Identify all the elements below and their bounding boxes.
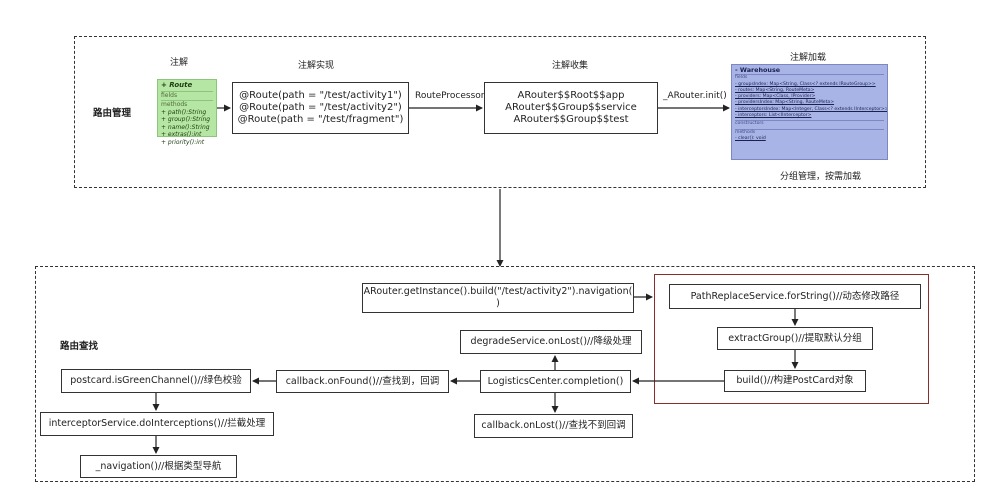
warehouse-uml-field: - routes: Map<String, RouteMeta> bbox=[735, 87, 815, 93]
route-lookup-section bbox=[35, 266, 975, 482]
navigation-box: _navigation()//根据类型导航 bbox=[80, 455, 237, 478]
warehouse-uml-methods-label: methods bbox=[735, 128, 884, 136]
route-uml-method: + path():String bbox=[161, 108, 207, 116]
route-management-label: 路由管理 bbox=[93, 108, 132, 119]
interceptor-text: interceptorService.doInterceptions()//拦截… bbox=[48, 418, 266, 429]
collect-line: ARouter$$Group$$test bbox=[513, 114, 629, 125]
warehouse-uml-title: - Warehouse bbox=[735, 66, 781, 74]
route-uml-class: + Route fields methods + path():String +… bbox=[157, 79, 217, 146]
annotation-collect-label: 注解收集 bbox=[552, 61, 589, 71]
route-uml-title: + Route bbox=[161, 81, 193, 89]
arouter-init-label: _ARouter.init() bbox=[663, 91, 727, 101]
collect-line: ARouter$$Root$$app bbox=[517, 90, 625, 101]
load-note-label: 分组管理，按需加载 bbox=[780, 172, 862, 182]
route-uml-method: + extras():int bbox=[161, 131, 202, 138]
on-found-box: callback.onFound()//查找到，回调 bbox=[276, 370, 449, 393]
warehouse-uml-field: - interceptorsIndex: Map<Integer, Class<… bbox=[735, 106, 888, 112]
green-channel-box: postcard.isGreenChannel()//绿色校验 bbox=[61, 369, 251, 393]
annotation-collect-box: ARouter$$Root$$app ARouter$$Group$$servi… bbox=[484, 82, 658, 134]
warehouse-uml-class: - Warehouse fields - groupsIndex: Map<St… bbox=[731, 64, 888, 160]
annotation-label: 注解 bbox=[170, 58, 189, 68]
warehouse-uml-field: - groupsIndex: Map<String, Class<? exten… bbox=[735, 81, 876, 87]
degrade-service-box: degradeService.onLost()//降级处理 bbox=[460, 330, 642, 354]
impl-line: @Route(path = "/test/fragment") bbox=[237, 114, 404, 125]
route-uml-methods-label: methods bbox=[161, 100, 213, 109]
build-process-group bbox=[654, 274, 929, 404]
warehouse-uml-field: - providers: Map<Class, IProvider> bbox=[735, 94, 816, 100]
route-uml-method: + priority():int bbox=[161, 138, 205, 146]
annotation-impl-label: 注解实现 bbox=[298, 61, 335, 71]
route-uml-fields-label: fields bbox=[161, 90, 213, 100]
warehouse-uml-field: - providersIndex: Map<String, RouteMeta> bbox=[735, 100, 835, 106]
path-replace-box: PathReplaceService.forString()//动态修改路径 bbox=[669, 284, 921, 309]
on-lost-box: callback.onLost()//查找不到回调 bbox=[474, 414, 633, 438]
route-lookup-label: 路由查找 bbox=[60, 341, 99, 352]
navigation-text: _navigation()//根据类型导航 bbox=[95, 460, 222, 472]
impl-line: @Route(path = "/test/activity1") bbox=[239, 90, 402, 101]
collect-line: ARouter$$Group$$service bbox=[505, 102, 637, 113]
annotation-impl-box: @Route(path = "/test/activity1") @Route(… bbox=[232, 82, 409, 134]
route-management-section bbox=[74, 36, 926, 188]
interceptor-box: interceptorService.doInterceptions()//拦截… bbox=[40, 412, 274, 436]
extract-group-text: extractGroup()//提取默认分组 bbox=[728, 332, 862, 344]
build-postcard-text: build()//构建PostCard对象 bbox=[736, 375, 854, 386]
route-uml-method: + name():String bbox=[161, 123, 210, 131]
warehouse-uml-fields-label: fields bbox=[735, 74, 884, 81]
annotation-load-label: 注解加载 bbox=[790, 53, 827, 63]
route-uml-method: + group():String bbox=[161, 116, 211, 123]
path-replace-text: PathReplaceService.forString()//动态修改路径 bbox=[690, 290, 900, 302]
route-processor-label: RouteProcessor bbox=[415, 91, 485, 101]
warehouse-uml-method: - clear(): void bbox=[735, 135, 766, 141]
build-postcard-box: build()//构建PostCard对象 bbox=[724, 370, 866, 392]
warehouse-uml-field: - interceptors: List<IInterceptor> bbox=[735, 113, 812, 119]
nav-call-line: ) bbox=[496, 298, 500, 309]
warehouse-uml-constructors-label: constructors bbox=[735, 120, 884, 127]
extract-group-box: extractGroup()//提取默认分组 bbox=[717, 327, 873, 350]
logistics-completion-text: LogisticsCenter.completion() bbox=[487, 375, 624, 387]
green-channel-text: postcard.isGreenChannel()//绿色校验 bbox=[70, 375, 242, 386]
on-found-text: callback.onFound()//查找到，回调 bbox=[285, 375, 440, 387]
nav-call-line: ARouter.getInstance().build("/test/activ… bbox=[363, 286, 633, 297]
on-lost-text: callback.onLost()//查找不到回调 bbox=[481, 420, 626, 431]
arouter-navigation-box: ARouter.getInstance().build("/test/activ… bbox=[362, 283, 634, 313]
logistics-completion-box: LogisticsCenter.completion() bbox=[480, 370, 631, 393]
degrade-service-text: degradeService.onLost()//降级处理 bbox=[470, 336, 632, 347]
impl-line: @Route(path = "/test/activity2") bbox=[239, 102, 402, 113]
